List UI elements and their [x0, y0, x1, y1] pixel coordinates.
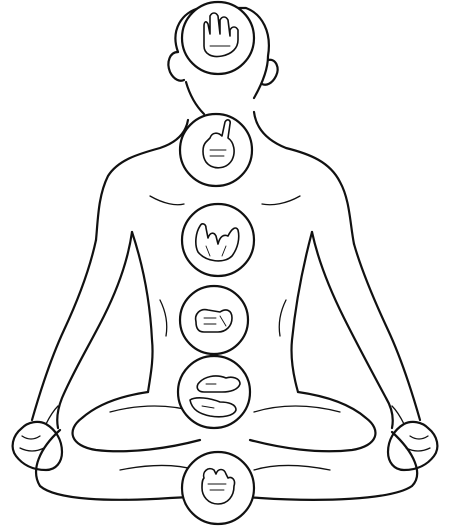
open-hand-icon [203, 12, 239, 58]
chakra-heart [180, 202, 256, 278]
chakra-crown [180, 0, 256, 76]
left-hand-gyan-mudra [11, 405, 64, 472]
chakra-throat [178, 112, 254, 188]
pointing-hand-icon [202, 119, 235, 169]
head [167, 6, 279, 116]
chakra-sacral [176, 354, 252, 430]
chakra-root [180, 450, 256, 526]
joined-fingers-icon [195, 223, 240, 262]
cupped-hands-icon [189, 375, 241, 418]
chakra-solar-plexus [178, 284, 250, 356]
fist-icon [201, 467, 236, 505]
folded-fist-icon [194, 308, 233, 333]
torso-outline [30, 110, 422, 430]
right-hand-gyan-mudra [386, 405, 439, 472]
